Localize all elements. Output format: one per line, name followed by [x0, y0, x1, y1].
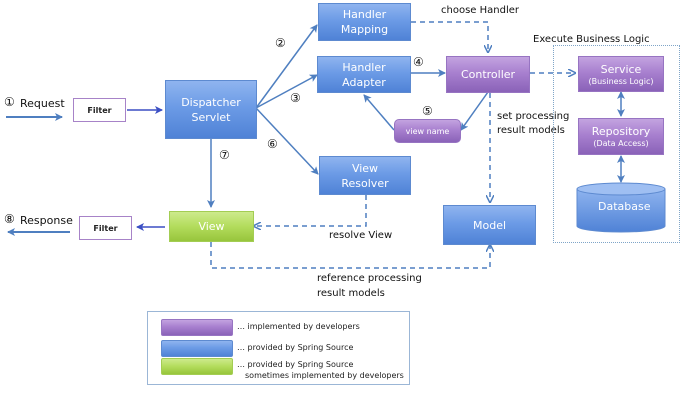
filter-out-label: Filter — [93, 223, 118, 233]
view-name-box: view name — [394, 119, 461, 143]
view-resolver-line2: Resolver — [341, 176, 389, 190]
step-3-number: ③ — [290, 91, 301, 105]
handler-adapter-line2: Adapter — [342, 75, 386, 89]
legend: … implemented by developers … provided b… — [147, 311, 410, 385]
view-box: View — [169, 211, 254, 242]
reference-model-dashed-arrow — [210, 242, 490, 269]
handler-mapping-line2: Mapping — [340, 23, 389, 36]
filter-in-label: Filter — [87, 105, 112, 115]
resolve-view-dashed-arrow — [254, 195, 367, 226]
execute-business-logic-label: Execute Business Logic — [533, 34, 650, 45]
service-label: Service — [600, 62, 642, 76]
controller-to-viewname-arrow — [460, 91, 489, 131]
repository-label: Repository — [591, 125, 651, 138]
filter-in-box: Filter — [73, 98, 126, 122]
database-label: Database — [598, 200, 651, 213]
handler-adapter-line1: Handler — [342, 60, 386, 74]
reference-processing-label-1: reference processing — [317, 273, 422, 284]
view-resolver-line1: View — [351, 161, 379, 175]
database-cylinder — [576, 182, 666, 233]
filter-out-box: Filter — [79, 216, 132, 240]
repository-sub-label: (Data Access) — [593, 139, 649, 148]
step-1-number: ① — [4, 95, 15, 109]
legend-text-purple: … implemented by developers — [237, 322, 360, 331]
step-7-number: ⑦ — [219, 148, 230, 162]
dispatcher-to-mapping-arrow — [255, 24, 318, 109]
legend-text-green-1: … provided by Spring Source — [237, 360, 354, 369]
repository-box: Repository (Data Access) — [578, 118, 664, 155]
dispatcher-servlet-box: Dispatcher Servlet — [165, 80, 257, 139]
view-label: View — [198, 220, 225, 233]
set-processing-label-1: set processing — [497, 111, 570, 122]
view-resolver-box: View Resolver — [319, 156, 411, 195]
step-4-number: ④ — [413, 55, 424, 69]
choose-handler-label: choose Handler — [441, 5, 519, 16]
service-sub-label: (Business Logic) — [588, 76, 654, 86]
response-label: Response — [20, 214, 73, 227]
handler-adapter-box: Handler Adapter — [317, 56, 411, 93]
resolve-view-label: resolve View — [329, 230, 393, 241]
controller-label: Controller — [460, 68, 516, 81]
choose-handler-dashed-arrow — [411, 21, 488, 52]
dispatcher-to-resolver-arrow — [255, 107, 319, 175]
controller-box: Controller — [446, 56, 530, 93]
viewname-to-adapter-arrow — [363, 94, 395, 131]
legend-swatch-purple — [161, 319, 233, 336]
handler-mapping-line1: Handler — [342, 8, 387, 21]
dispatcher-to-adapter-arrow — [255, 74, 318, 109]
legend-text-blue: … provided by Spring Source — [237, 343, 354, 352]
service-box: Service (Business Logic) — [578, 56, 664, 92]
step-2-number: ② — [275, 36, 286, 50]
step-5-number: ⑤ — [422, 104, 433, 118]
step-6-number: ⑥ — [267, 137, 278, 151]
step-8-number: ⑧ — [4, 212, 15, 226]
handler-mapping-box: Handler Mapping — [318, 3, 411, 41]
legend-swatch-blue — [161, 340, 233, 357]
business-logic-container — [553, 45, 680, 243]
request-label: Request — [20, 97, 65, 110]
legend-swatch-green — [161, 358, 233, 375]
dispatcher-label-line2: Servlet — [191, 110, 231, 124]
set-processing-label-2: result models — [497, 125, 565, 136]
dispatcher-label-line1: Dispatcher — [181, 95, 241, 109]
model-label: Model — [472, 218, 507, 232]
view-name-label: view name — [405, 126, 450, 136]
model-box: Model — [443, 205, 536, 245]
legend-text-green-2: sometimes implemented by developers — [245, 371, 404, 380]
reference-processing-label-2: result models — [317, 288, 385, 299]
